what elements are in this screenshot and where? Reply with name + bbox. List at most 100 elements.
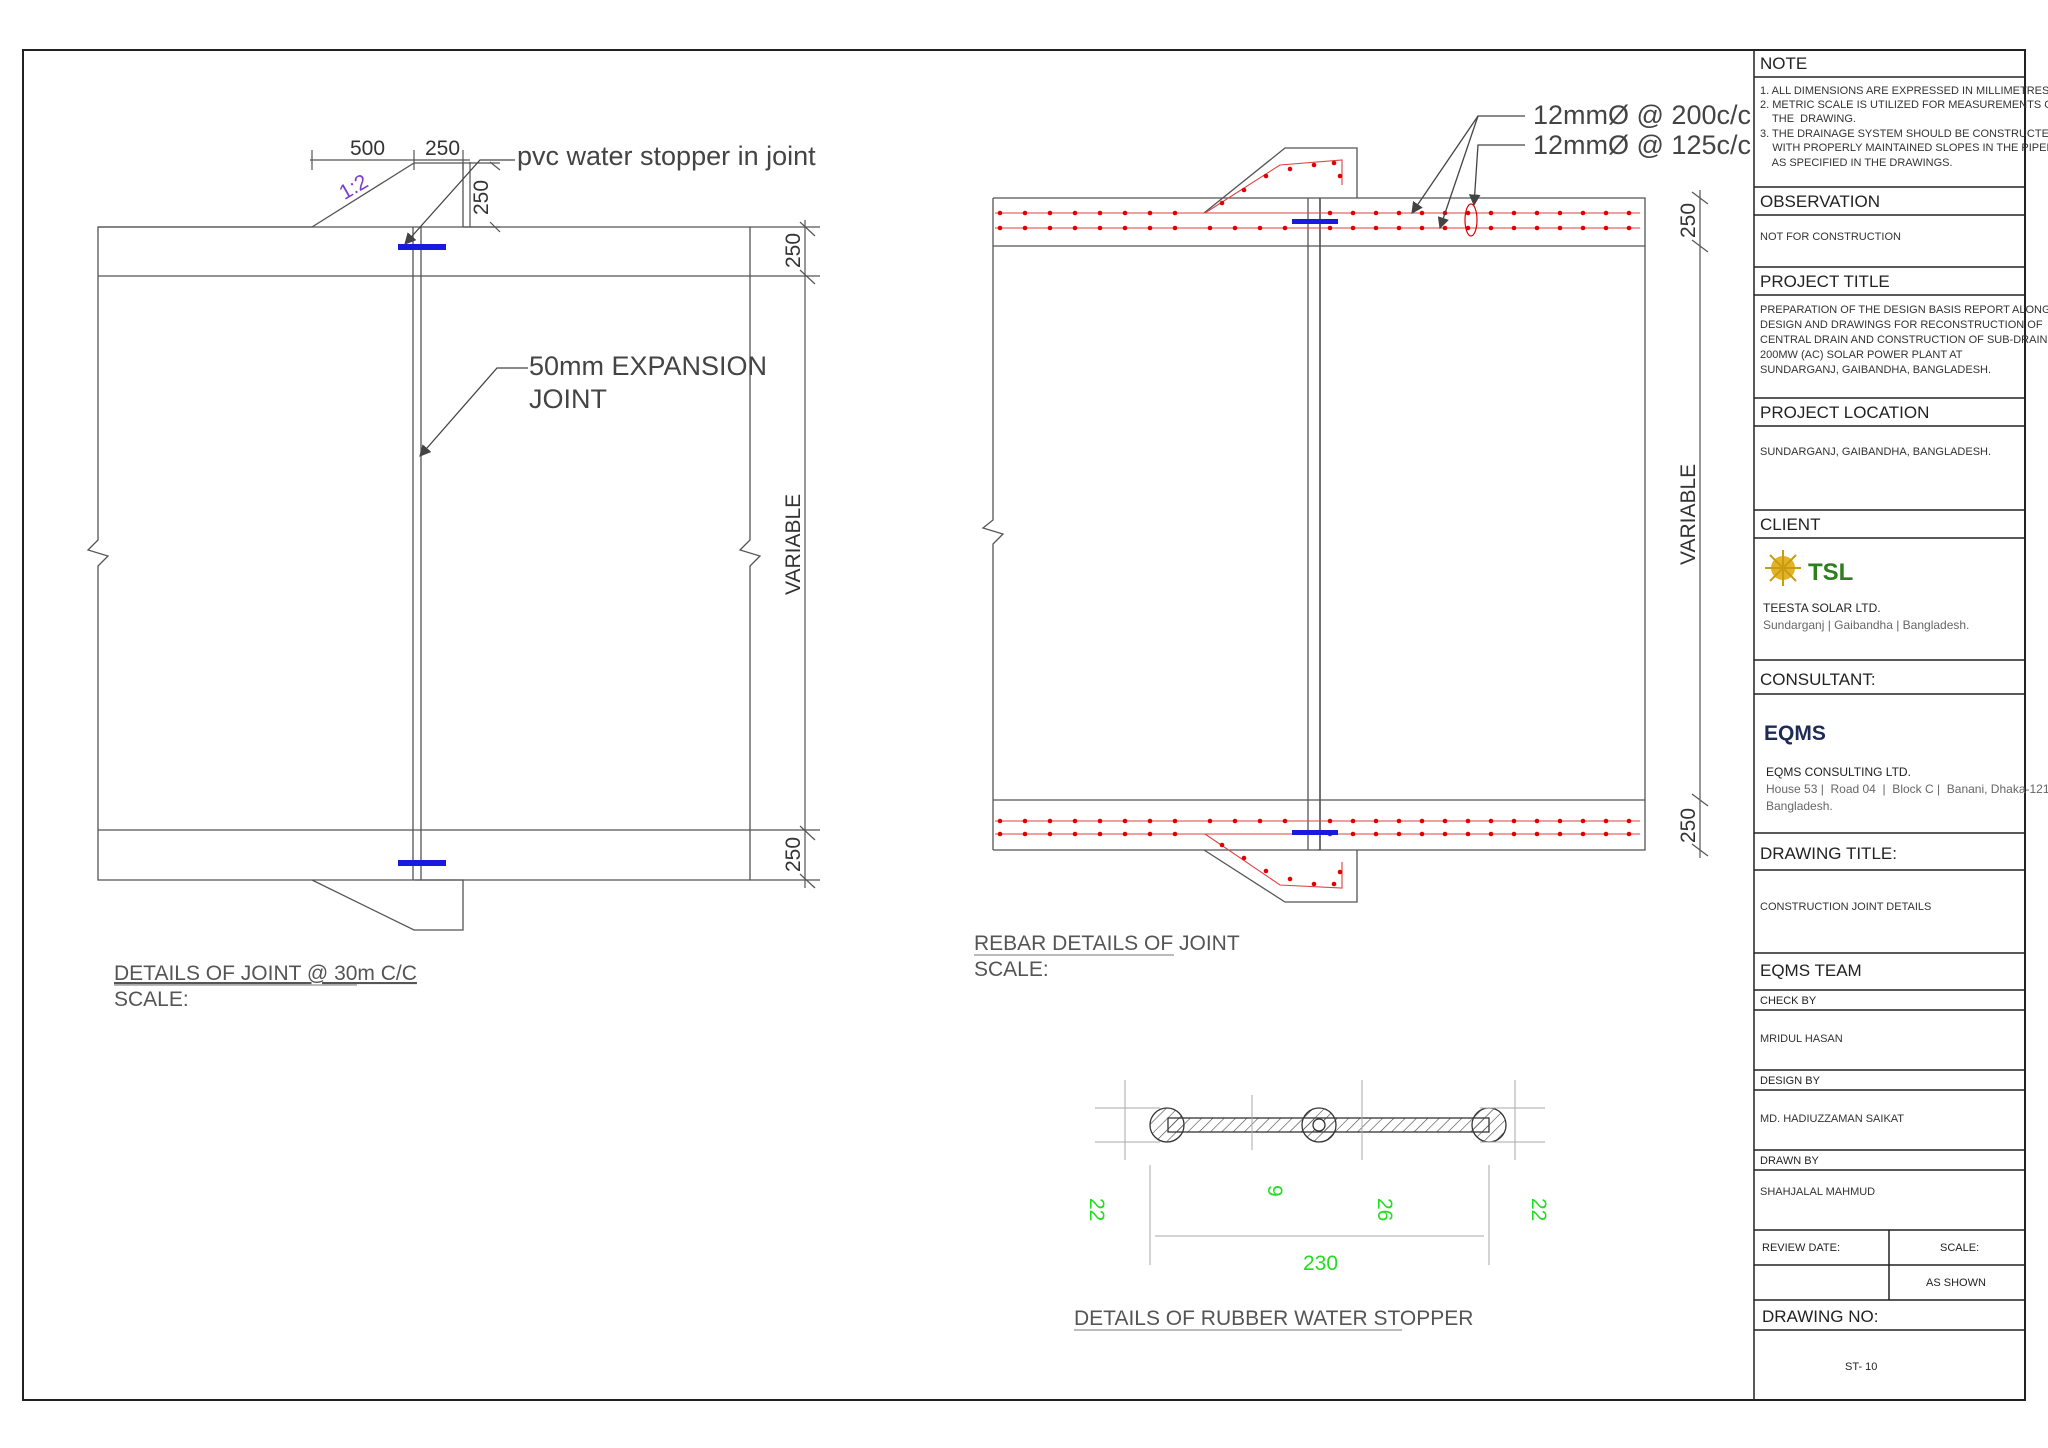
note-line-2: 2. METRIC SCALE IS UTILIZED FOR MEASUREM… (1760, 99, 2048, 111)
rebar-dot (1327, 210, 1333, 216)
rebar-dot (1219, 842, 1225, 848)
dim-250-vertical: 250 (470, 180, 493, 215)
drawing-no-value: ST- 10 (1845, 1361, 1877, 1373)
rebar-dot (1147, 225, 1153, 231)
rebar-dot (1580, 210, 1586, 216)
rebar-dot (1257, 225, 1263, 231)
title-block (1753, 50, 2026, 1400)
rebar-dot (1072, 818, 1078, 824)
rebar-dot (1172, 210, 1178, 216)
rebar-dot (1488, 210, 1494, 216)
rebar-dot (1534, 818, 1540, 824)
eqms-logo: EQMS (1764, 722, 1826, 745)
rebar-dot (1557, 210, 1563, 216)
rebar-dot (1122, 818, 1128, 824)
rebar-dot (1511, 210, 1517, 216)
rebar-dot (1442, 831, 1448, 837)
joint-detail (86, 162, 762, 931)
rebar-dot (1511, 225, 1517, 231)
rebar-dot (1557, 831, 1563, 837)
project-location-label: PROJECT LOCATION (1760, 403, 1929, 422)
rebar-dot (1097, 831, 1103, 837)
rebar-dot (1534, 210, 1540, 216)
rebar-dot (1072, 831, 1078, 837)
rebar-dot (1047, 818, 1053, 824)
tsl-logo: TSL (1765, 550, 1853, 586)
rebar-dot (1626, 831, 1632, 837)
rebar-dot (1557, 818, 1563, 824)
rebar-dot (1442, 818, 1448, 824)
design-by-label: DESIGN BY (1760, 1075, 1821, 1087)
rebar-scale: SCALE: (974, 958, 1049, 981)
left-dim-250-top: 250 (782, 233, 805, 268)
note-line-3: THE DRAWING. (1760, 113, 1856, 125)
rebar-dot (1350, 225, 1356, 231)
check-by-label: CHECK BY (1760, 995, 1817, 1007)
rebar-dot (1419, 831, 1425, 837)
rebar-dot (1311, 162, 1317, 168)
rebar-dot (1603, 210, 1609, 216)
consultant-label: CONSULTANT: (1760, 670, 1876, 689)
rebar-dot (1097, 818, 1103, 824)
rebar-dot (1172, 831, 1178, 837)
rebar-dot (1311, 881, 1317, 887)
project-title-4: 200MW (AC) SOLAR POWER PLANT AT (1760, 349, 1963, 361)
rebar-dot (1350, 831, 1356, 837)
project-title-2: DESIGN AND DRAWINGS FOR RECONSTRUCTION O… (1760, 319, 2043, 331)
rebar-dot (1072, 210, 1078, 216)
rebar-dot (1603, 225, 1609, 231)
rebar-dot (1047, 225, 1053, 231)
rebar-dot (997, 831, 1003, 837)
rebar-dot (1534, 225, 1540, 231)
rebar-dot (1122, 225, 1128, 231)
rebar-dot (1419, 225, 1425, 231)
rebar-dot (1282, 225, 1288, 231)
rebar-dot (997, 210, 1003, 216)
rebar-dot (1396, 225, 1402, 231)
project-title-5: SUNDARGANJ, GAIBANDHA, BANGLADESH. (1760, 364, 1991, 376)
client-name: TEESTA SOLAR LTD. (1763, 601, 1881, 615)
stopper-dimensions (1095, 1080, 1545, 1265)
rebar-dot (1287, 876, 1293, 882)
drawn-by-label: DRAWN BY (1760, 1155, 1820, 1167)
rebar-dot (1122, 210, 1128, 216)
rebar-dot (1241, 855, 1247, 861)
consultant-address-1: House 53 | Road 04 | Block C | Banani, D… (1766, 782, 2048, 796)
rebar-dot (1282, 818, 1288, 824)
left-dimensions (310, 150, 820, 889)
svg-text:TSL: TSL (1808, 559, 1853, 586)
observation-value: NOT FOR CONSTRUCTION (1760, 231, 1901, 243)
rebar-dot (1331, 160, 1337, 166)
rebar-dot (1172, 225, 1178, 231)
rebar-dot (1465, 210, 1471, 216)
rebar-dot (1097, 225, 1103, 231)
project-title-1: PREPARATION OF THE DESIGN BASIS REPORT A… (1760, 304, 2048, 316)
check-by-value: MRIDUL HASAN (1760, 1033, 1843, 1045)
bar-highlight (1464, 203, 1478, 237)
rebar-dot (1580, 818, 1586, 824)
rebar-dot (1257, 818, 1263, 824)
rebar-dot (1207, 818, 1213, 824)
rebar-dot (1580, 831, 1586, 837)
rebar-dot (1488, 225, 1494, 231)
rebar-dot (997, 225, 1003, 231)
rebar-dimensions (1691, 190, 1709, 858)
rebar-lines (995, 159, 1640, 889)
rebar-dot (1331, 881, 1337, 887)
rebar-dot (1350, 210, 1356, 216)
rebar-dot (1396, 210, 1402, 216)
rebar-dot (1022, 225, 1028, 231)
left-leaders (404, 159, 528, 457)
rebar-dot (1097, 210, 1103, 216)
rebar-dim-250-top: 250 (1677, 203, 1700, 238)
expansion-note-2: JOINT (529, 384, 607, 414)
rebar-dot (1373, 225, 1379, 231)
rebar-dot (997, 818, 1003, 824)
note-label: NOTE (1760, 54, 1807, 73)
rebar-dot (1022, 831, 1028, 837)
rebar-dot (1626, 225, 1632, 231)
rebar-dot (1626, 818, 1632, 824)
drawing-no-label: DRAWING NO: (1762, 1307, 1878, 1326)
note-line-6: AS SPECIFIED IN THE DRAWINGS. (1760, 157, 1953, 169)
